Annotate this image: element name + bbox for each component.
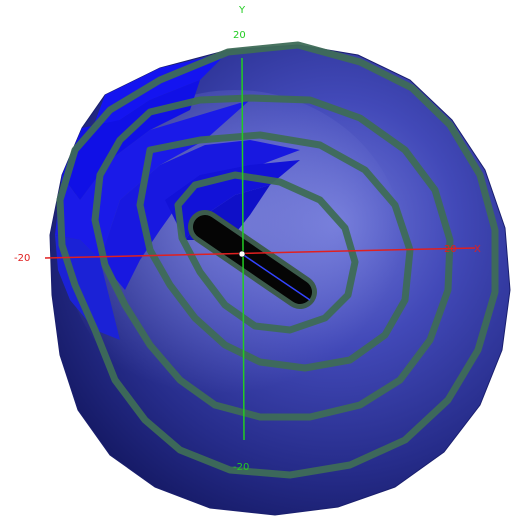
contour-ring-3	[91, 94, 454, 421]
x-axis-line	[44, 247, 476, 259]
y-axis-max-label: 20	[233, 30, 246, 41]
y-axis-line	[241, 57, 245, 441]
contour-ring-4	[56, 41, 499, 479]
y-axis-min-label: -20	[233, 462, 249, 473]
x-axis-max-label: 20	[444, 244, 457, 255]
x-axis-name-label: X	[474, 244, 481, 255]
contour-rings	[56, 41, 499, 479]
z-axis-line	[241, 253, 311, 301]
axes	[44, 57, 476, 441]
contour-ring-1	[174, 171, 359, 334]
center-slot	[188, 210, 317, 309]
contour-ring-2	[136, 131, 414, 372]
y-axis-name-label: Y	[238, 5, 246, 16]
origin-marker	[238, 250, 246, 258]
x-axis-min-label: -20	[14, 253, 30, 264]
